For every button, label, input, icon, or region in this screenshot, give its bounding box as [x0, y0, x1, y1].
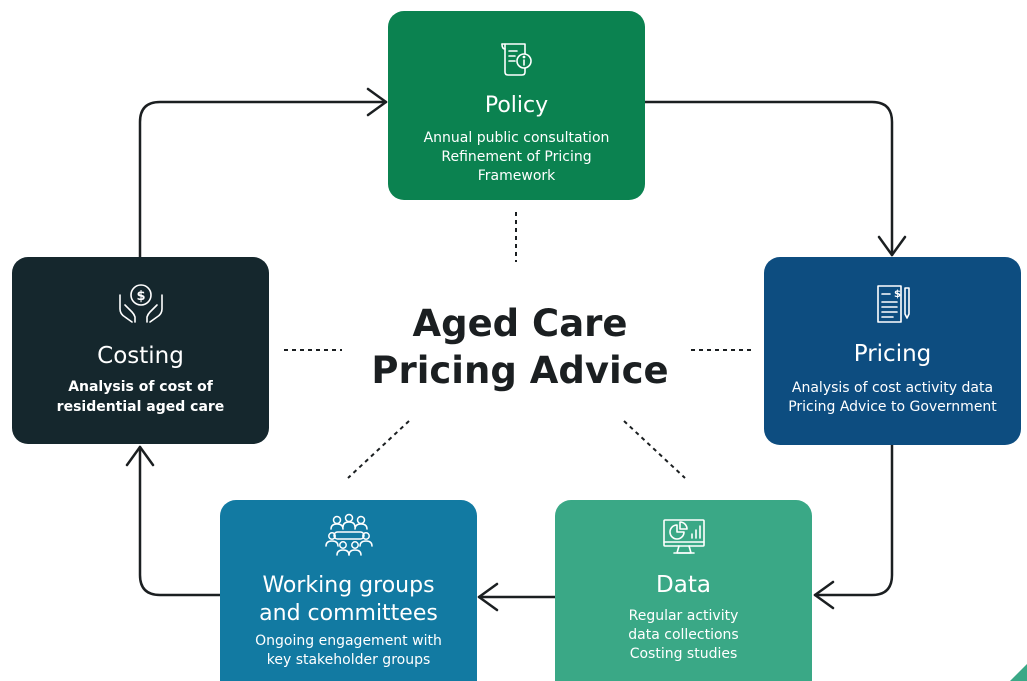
pricing-description: Analysis of cost activity data Pricing A… [764, 379, 1021, 417]
policy-card: Policy Annual public consultation Refine… [388, 11, 645, 200]
pricing-card: $ Pricing Analysis of cost activity data… [764, 257, 1021, 445]
scroll-info-icon [497, 39, 537, 83]
costing-description: Analysis of cost of residential aged car… [12, 377, 269, 417]
working-groups-title-line-1: Working groups [262, 573, 435, 598]
svg-text:$: $ [894, 289, 901, 300]
data-line-1: Regular activity [628, 608, 739, 624]
arrow-policy-to-pricing [643, 100, 894, 257]
data-line-3: Costing studies [629, 646, 738, 662]
policy-line-1: Annual public consultation [423, 130, 610, 146]
hands-coin-icon: $ [116, 281, 166, 329]
data-title: Data [656, 572, 711, 598]
working-groups-line-2: key stakeholder groups [266, 652, 431, 668]
costing-line-1: Analysis of cost of [68, 379, 213, 395]
pricing-title: Pricing [853, 341, 932, 367]
policy-line-3: Framework [477, 168, 556, 184]
policy-title: Policy [484, 93, 549, 118]
arrow-pricing-to-data [813, 443, 894, 597]
pricing-line-2: Pricing Advice to Government [788, 399, 997, 415]
working-groups-description: Ongoing engagement with key stakeholder … [220, 632, 477, 670]
pricing-line-1: Analysis of cost activity data [791, 380, 994, 396]
svg-text:$: $ [136, 289, 145, 304]
arrowhead-data [813, 580, 835, 610]
working-groups-title-line-2: and committees [259, 601, 438, 626]
spoke-data [623, 420, 686, 479]
center-title: Aged Care Pricing Advice [340, 300, 700, 394]
data-line-2: data collections [628, 627, 739, 643]
policy-line-2: Refinement of Pricing [441, 149, 592, 165]
costing-title: Costing [97, 343, 184, 369]
arrow-costing-to-policy [138, 100, 388, 259]
center-title-line-1: Aged Care [412, 302, 628, 345]
arrowhead-policy [366, 87, 388, 117]
costing-card: $ Costing Analysis of cost of residentia… [12, 257, 269, 444]
working-groups-line-1: Ongoing engagement with [255, 633, 442, 649]
arrow-working-to-costing [138, 445, 222, 597]
meeting-table-icon [324, 512, 374, 562]
spoke-working [347, 420, 410, 479]
working-groups-title: Working groups and committees [220, 572, 477, 628]
center-title-line-2: Pricing Advice [371, 349, 669, 392]
data-description: Regular activity data collections Costin… [555, 607, 812, 664]
policy-description: Annual public consultation Refinement of… [388, 129, 645, 186]
working-groups-card: Working groups and committees Ongoing en… [220, 500, 477, 681]
invoice-icon: $ [871, 280, 915, 332]
monitor-chart-icon [661, 517, 707, 561]
arrowhead-pricing [877, 235, 907, 257]
arrowhead-costing [125, 445, 155, 467]
data-card: Data Regular activity data collections C… [555, 500, 812, 681]
arrowhead-working [477, 582, 499, 612]
costing-line-2: residential aged care [56, 399, 225, 415]
